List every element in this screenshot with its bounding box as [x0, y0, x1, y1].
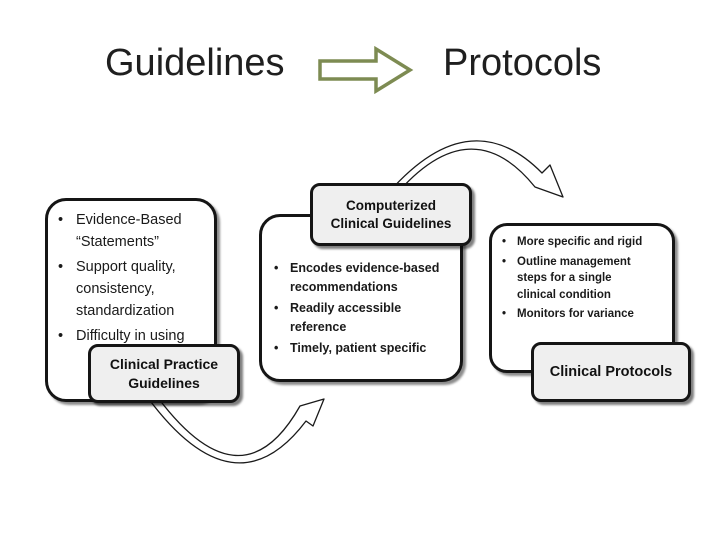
right-block-arrow-icon: [318, 46, 414, 94]
label-clinical-protocols: Clinical Protocols: [531, 342, 691, 402]
bullet-icon: •: [502, 236, 507, 248]
bullet-text: Difficulty in using: [76, 328, 185, 344]
bullet-icon: •: [58, 328, 64, 344]
bullet-text: Evidence-Based “Statements”: [76, 212, 182, 250]
bullet-item: • Outline management steps for a single …: [502, 254, 668, 304]
bullet-item: • Support quality, consistency, standard…: [58, 256, 208, 322]
label-computerized-clinical-guidelines: Computerized Clinical Guidelines: [310, 183, 472, 246]
title-protocols: Protocols: [443, 42, 602, 84]
bullet-icon: •: [58, 212, 64, 228]
bullet-icon: •: [274, 261, 279, 275]
bullet-text: Support quality, consistency, standardiz…: [76, 259, 176, 319]
bullet-list-left: • Evidence-Based “Statements” • Support …: [58, 209, 208, 347]
bullet-list-right: • More specific and rigid • Outline mana…: [502, 234, 668, 323]
bullet-item: • Encodes evidence-based recommendations: [274, 259, 454, 296]
label-clinical-practice-guidelines: Clinical Practice Guidelines: [88, 344, 240, 403]
bullet-item: • Readily accessible reference: [274, 299, 454, 336]
bullet-text: Monitors for variance: [517, 308, 634, 320]
bullet-icon: •: [274, 341, 279, 355]
bullet-icon: •: [58, 259, 64, 275]
title-guidelines: Guidelines: [105, 42, 285, 84]
bullet-item: • Evidence-Based “Statements”: [58, 209, 208, 253]
bullet-text: Outline management steps for a single cl…: [517, 255, 631, 301]
bullet-item: • More specific and rigid: [502, 234, 668, 251]
block-arrow-shape: [318, 46, 414, 94]
bullet-text: Timely, patient specific: [290, 341, 427, 355]
bullet-item: • Monitors for variance: [502, 306, 668, 323]
bullet-item: • Timely, patient specific: [274, 339, 454, 358]
bullet-list-middle: • Encodes evidence-based recommendations…: [274, 259, 454, 358]
bullet-icon: •: [502, 255, 507, 268]
bullet-text: Readily accessible reference: [290, 301, 402, 334]
bullet-icon: •: [502, 308, 507, 320]
bullet-text: More specific and rigid: [517, 236, 643, 248]
bullet-item: • Difficulty in using: [58, 325, 208, 347]
bullet-text: Encodes evidence-based recommendations: [290, 261, 440, 294]
bullet-icon: •: [274, 301, 279, 315]
